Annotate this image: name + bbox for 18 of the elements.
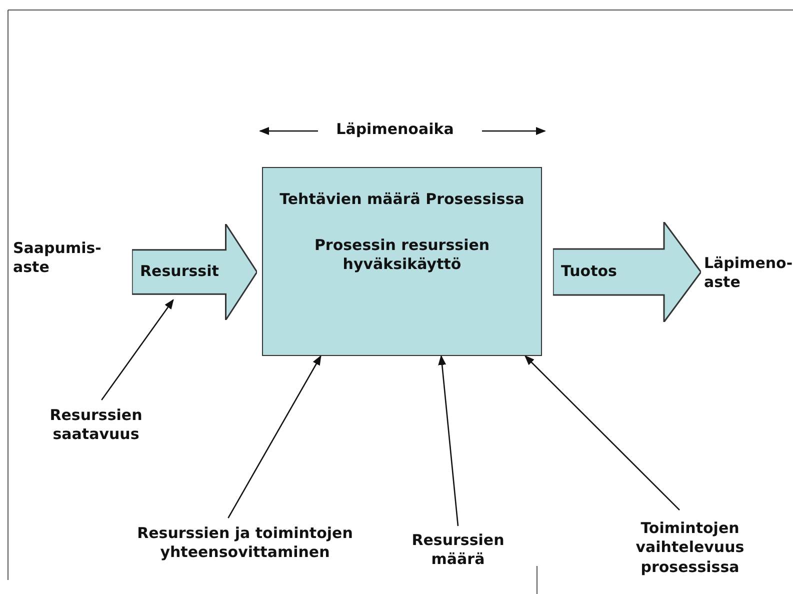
label-text: Läpimenoaika [335, 119, 455, 140]
label-text: Saapumis- aste [13, 228, 113, 288]
block-arrow [132, 224, 257, 320]
block-arrow [553, 222, 701, 322]
node-text: Prosessin resurssien hyväksikäyttö [313, 236, 491, 274]
node-text: Resurssit [140, 262, 219, 282]
leader-arrow [438, 355, 459, 526]
node-text: Tuotos [561, 262, 617, 282]
leader-arrow [228, 355, 322, 518]
label-text: Resurssien ja toimintojen yhteensovittaminen [105, 518, 385, 568]
label-text: Läpimeno- aste [704, 245, 793, 301]
label-text: Resurssien saatavuus [40, 400, 152, 450]
leader-arrow [101, 299, 174, 400]
label-text: Toimintojen vaihtelevuus prosessissa [615, 510, 765, 586]
leader-arrow [524, 355, 680, 510]
node-text: Tehtävien määrä Prosessissa [280, 190, 524, 210]
process-box [262, 167, 542, 356]
label-text: Resurssien määrä [405, 526, 511, 574]
